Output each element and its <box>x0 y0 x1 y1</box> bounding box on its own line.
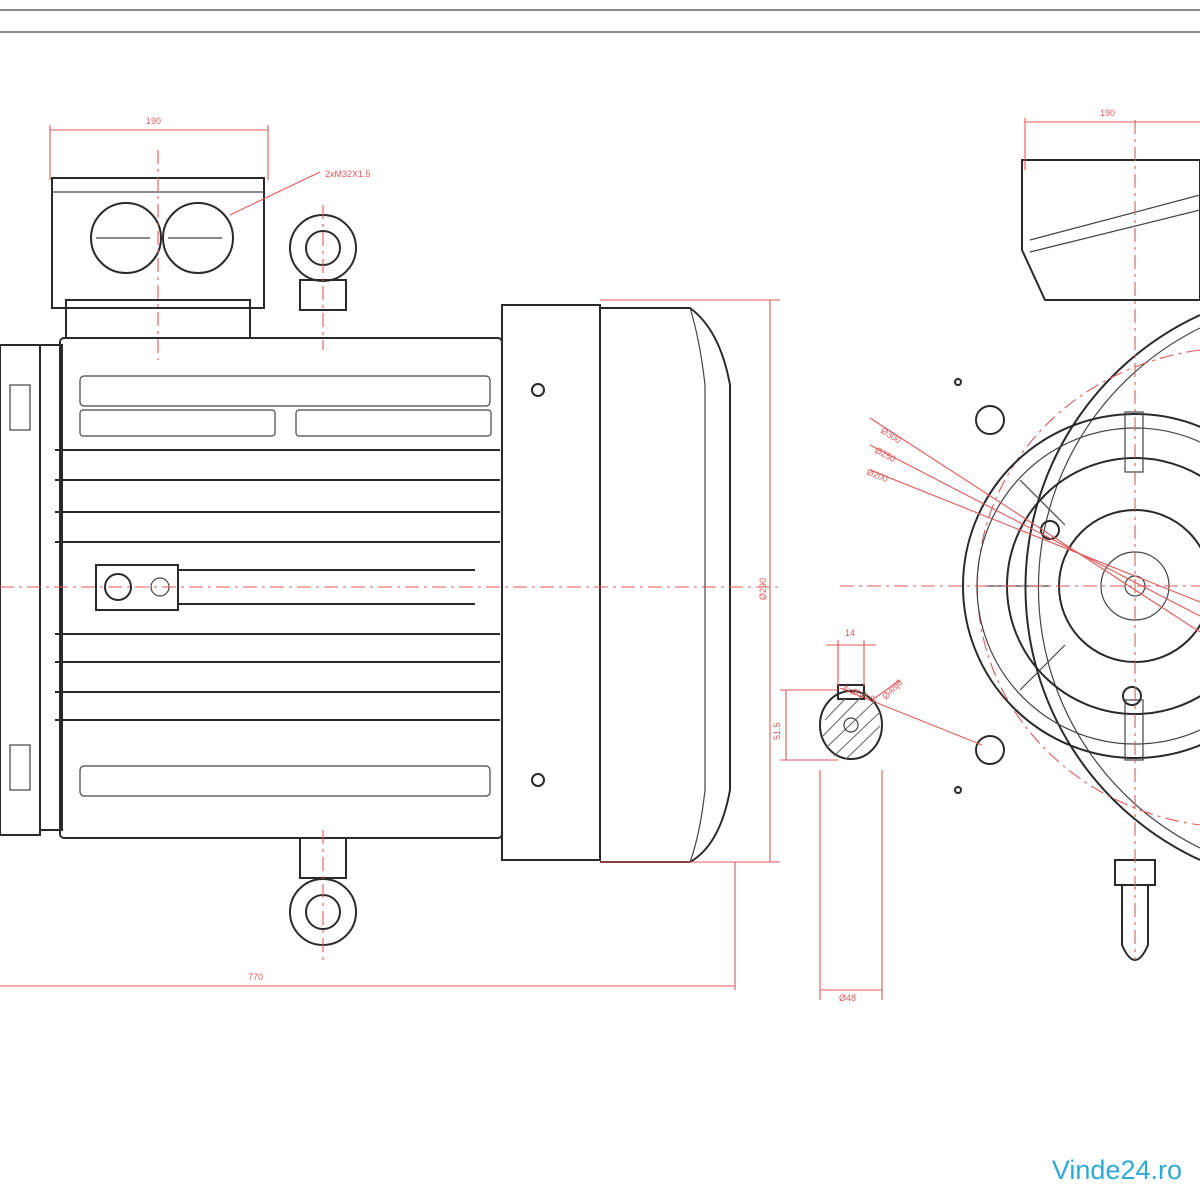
side-dimensions <box>0 125 780 990</box>
ground-terminal <box>95 564 475 611</box>
front-terminal-box <box>1021 159 1200 301</box>
front-view <box>839 118 1200 961</box>
cooling-fins <box>55 375 500 797</box>
shaft-section <box>780 640 901 1000</box>
dim-shaft-fit: Ø48j6 <box>880 677 904 701</box>
dim-front-box-width: 190 <box>1100 108 1115 118</box>
title-frame <box>0 9 1200 33</box>
dim-flange-d1: Ø300 <box>879 425 903 445</box>
dim-shaft-depth: 51.5 <box>772 722 782 740</box>
dim-key-width: 14 <box>845 628 855 638</box>
dim-terminal-box-width: 190 <box>146 116 161 126</box>
dim-cable-gland: 2xM32X1.5 <box>325 169 371 179</box>
dim-flange-d2: Ø250 <box>873 445 897 464</box>
dim-body-height: Ø290 <box>758 578 768 600</box>
watermark-text: Vinde24.ro <box>1051 1155 1182 1185</box>
dim-flange-d3: Ø200 <box>865 467 889 485</box>
dim-total-length: 770 <box>248 972 263 982</box>
fan-cover <box>501 304 731 863</box>
dim-shaft-length: Ø48 <box>839 993 856 1003</box>
side-view <box>0 125 780 990</box>
